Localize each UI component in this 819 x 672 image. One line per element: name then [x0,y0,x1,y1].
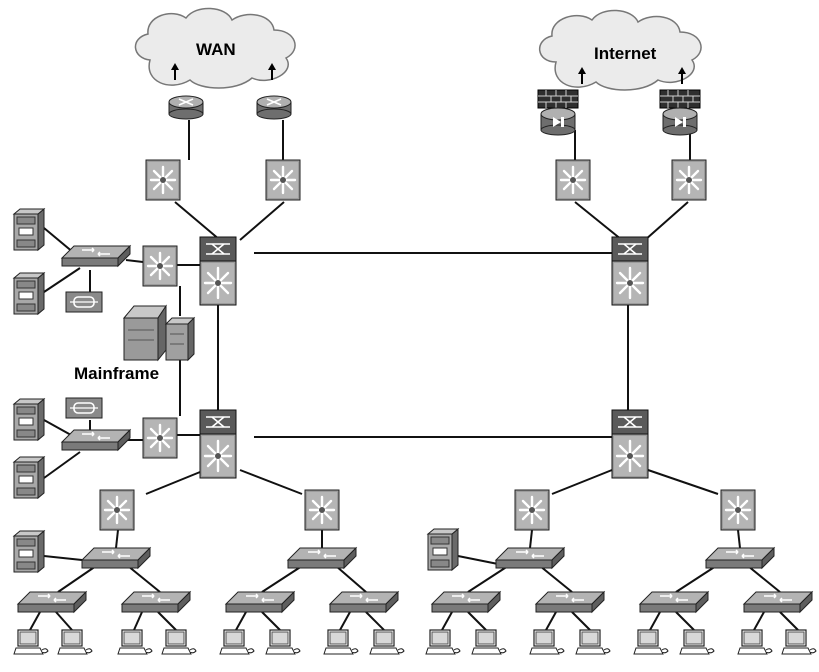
edge-switch-2-icon [121,591,191,613]
workstation-icon [265,629,301,655]
server-farm-switch-1-icon [141,244,179,288]
wan-router-1-icon [168,95,204,120]
server-access-switch-1-icon [61,245,131,267]
workstation-icon [575,629,611,655]
mainframe-icon [122,304,196,362]
vpn-router-1-icon [540,107,576,136]
content-engine-2-icon [65,397,103,419]
workstation-icon [117,629,153,655]
edge-switch-6-icon [535,591,605,613]
content-engine-1-icon [65,291,103,313]
wan-edge-switch-2-icon [264,158,302,202]
links [29,120,799,631]
server-2-icon [13,272,45,315]
edge-switch-3-icon [225,591,295,613]
access-switch-1-icon [81,547,151,569]
edge-switch-8-icon [743,591,813,613]
edge-switch-4-icon [329,591,399,613]
mainframe-label: Mainframe [74,364,160,383]
core-switch-bottom-right-icon [610,408,650,480]
server-3-icon [13,398,45,441]
workstation-icon [471,629,507,655]
distribution-switch-2-icon [303,488,341,532]
workstation-icon [161,629,197,655]
workstation-icon [679,629,715,655]
firewall-2-icon [659,89,701,109]
internet-cloud [539,9,702,91]
workstation-icon [219,629,255,655]
workstation-icon [781,629,817,655]
access-switch-2-icon [287,547,357,569]
edge-switch-1-icon [17,591,87,613]
wan-edge-switch-1-icon [144,158,182,202]
server-farm-switch-2-icon [141,416,179,460]
server-1-icon [13,208,45,251]
distribution-switch-3-icon [513,488,551,532]
workstation-icon [13,629,49,655]
firewall-1-icon [537,89,579,109]
workstation-icon [425,629,461,655]
core-switch-top-left-icon [198,235,238,307]
core-switch-bottom-left-icon [198,408,238,480]
vpn-router-2-icon [662,107,698,136]
edge-switch-7-icon [639,591,709,613]
internet-label: Internet [594,44,657,63]
access-switch-3-icon [495,547,565,569]
core-switch-top-right-icon [610,235,650,307]
server-4-icon [13,456,45,499]
internet-edge-switch-2-icon [670,158,708,202]
workstation-icon [369,629,405,655]
edge-switch-5-icon [431,591,501,613]
workstation-icon [529,629,565,655]
workstation-icon [633,629,669,655]
wan-label: WAN [196,40,236,59]
server-access-switch-2-icon [61,429,131,451]
server-6-icon [427,528,459,571]
server-5-icon [13,530,45,573]
workstation-icon [323,629,359,655]
workstation-icon [737,629,773,655]
internet-edge-switch-1-icon [554,158,592,202]
access-switch-4-icon [705,547,775,569]
distribution-switch-4-icon [719,488,757,532]
distribution-switch-1-icon [98,488,136,532]
wan-router-2-icon [256,95,292,120]
workstation-icon [57,629,93,655]
